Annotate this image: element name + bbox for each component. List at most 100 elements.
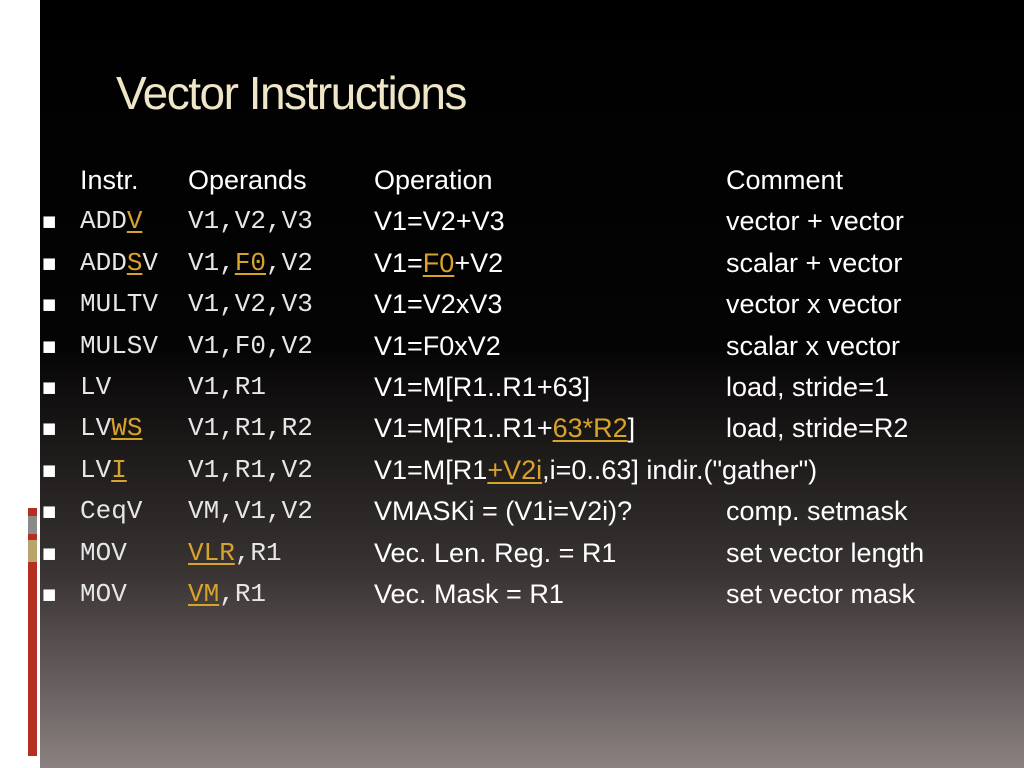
operands-cell-text: V1,V2,V3 [188, 289, 313, 320]
table-row: ■ ADDV V1,V2,V3 V1=V2+V3 vector + vector [40, 203, 1024, 244]
operands-cell: V1,F0,V2 [188, 328, 313, 364]
instr-cell: LV [80, 369, 111, 405]
operands-cell: VM,V1,V2 [188, 493, 313, 529]
operation-cell: Vec. Mask = R1 [374, 576, 564, 612]
bullet-icon: ■ [42, 336, 57, 355]
bullet-icon: ■ [42, 295, 57, 314]
table-row: ■ MOV VLR,R1 Vec. Len. Reg. = R1 set vector … [40, 535, 1024, 576]
instr-cell-highlight[interactable]: I [111, 454, 127, 485]
operation-cell: V1=M[R1..R1+63] [374, 369, 590, 405]
instr-cell-text: LV [80, 413, 112, 444]
bullet-icon: ■ [42, 419, 57, 438]
operation-cell-highlight[interactable]: +V2i [487, 454, 543, 485]
comment-cell: comp. setmask [726, 496, 908, 527]
operation-cell-text: V1=M[R1..R1+63] [374, 371, 591, 402]
operation-cell-highlight[interactable]: 63*R2 [552, 413, 628, 444]
operation-cell-text: Vec. Mask = R1 [374, 578, 564, 609]
table-row: ■ LVI V1,R1,V2 V1=M[R1+V2i,i=0..63] indir.(… [40, 452, 1024, 493]
operands-cell-text: VM,V1,V2 [188, 496, 313, 527]
instr-cell: MULTV [80, 286, 158, 322]
operation-cell-text: V1= [374, 247, 423, 278]
operands-cell-highlight[interactable]: F0 [234, 247, 267, 278]
operands-cell: VLR,R1 [188, 535, 282, 571]
page-title: Vector Instructions [116, 67, 467, 119]
operands-cell: V1,V2,V3 [188, 203, 313, 239]
comment-cell: load, stride=R2 [726, 413, 909, 444]
comment-cell: scalar x vector [726, 330, 901, 361]
table-body: ■ ADDV V1,V2,V3 V1=V2+V3 vector + vector ■ ADD… [40, 203, 1024, 617]
instr-cell: ADDV [80, 203, 142, 239]
operands-cell: V1,F0,V2 [188, 245, 313, 281]
header-comment: Comment [726, 165, 844, 195]
operation-cell-text: ] [627, 413, 636, 444]
operands-cell: V1,R1 [188, 369, 266, 405]
header-instr: Instr. [80, 165, 139, 195]
instr-cell-highlight[interactable]: V [126, 206, 143, 237]
operands-cell-highlight[interactable]: VM [188, 578, 220, 609]
operation-cell-highlight[interactable]: F0 [422, 247, 455, 278]
operands-cell: V1,V2,V3 [188, 286, 313, 322]
operands-cell: V1,R1,V2 [188, 452, 313, 488]
bullet-icon: ■ [42, 212, 57, 231]
operation-cell-text: V1=M[R1..R1+ [374, 413, 553, 444]
red-accent-bar [28, 508, 37, 756]
operands-cell: VM,R1 [188, 576, 266, 612]
bullet-icon: ■ [42, 253, 57, 272]
operation-cell: V1=M[R1..R1+63*R2] [374, 410, 635, 446]
header-operation: Operation [374, 165, 493, 195]
operation-cell-text: +V2 [454, 247, 504, 278]
comment-cell: scalar + vector [726, 247, 903, 278]
header-operands: Operands [188, 165, 307, 195]
instr-cell: ADDSV [80, 245, 158, 281]
operands-cell-text: V1, [188, 247, 235, 278]
instr-cell-text: MULSV [80, 330, 159, 361]
operands-cell-text: ,R1 [219, 578, 267, 609]
operands-cell-text: V1,R1,V2 [188, 454, 313, 485]
table-header-row: Instr. Operands Operation Comment [40, 162, 1024, 203]
operands-cell-text: V1,V2,V3 [188, 206, 313, 237]
operands-cell: V1,R1,R2 [188, 410, 313, 446]
comment-cell: vector + vector [726, 206, 904, 237]
operation-cell-text: V1=F0xV2 [374, 330, 501, 361]
operation-cell: V1=V2xV3 [374, 286, 502, 322]
instr-cell: LVWS [80, 410, 142, 446]
instr-cell-highlight[interactable]: S [126, 247, 143, 278]
instr-cell-text: CeqV [80, 496, 143, 527]
table-row: ■ MULSV V1,F0,V2 V1=F0xV2 scalar x vector [40, 328, 1024, 369]
bullet-icon: ■ [42, 543, 57, 562]
bullet-icon: ■ [42, 460, 57, 479]
instr-cell-text: LV [80, 454, 112, 485]
bullet-icon: ■ [42, 584, 57, 603]
corner-decor-lines [22, 0, 32, 160]
operands-cell-highlight[interactable]: VLR [188, 537, 235, 568]
operation-cell: V1=F0+V2 [374, 245, 503, 281]
instr-cell-text: ADD [80, 206, 127, 237]
operation-cell: V1=V2+V3 [374, 203, 505, 239]
operation-cell: V1=M[R1+V2i,i=0..63] indir.("gather") [374, 452, 817, 488]
instr-cell: MULSV [80, 328, 158, 364]
comment-cell: set vector length [726, 537, 925, 568]
instr-cell-text: MOV [80, 537, 127, 568]
operation-cell: Vec. Len. Reg. = R1 [374, 535, 616, 571]
operands-cell-text: ,V2 [266, 247, 313, 278]
instr-cell: LVI [80, 452, 127, 488]
instr-cell: MOV [80, 576, 127, 612]
operation-cell-text: V1=V2+V3 [374, 206, 505, 237]
comment-cell: vector x vector [726, 289, 902, 320]
bullet-icon: ■ [42, 502, 57, 521]
operation-cell-text: Vec. Len. Reg. = R1 [374, 537, 617, 568]
operands-cell-text: ,R1 [234, 537, 282, 568]
table-row: ■ CeqV VM,V1,V2 VMASKi = (V1i=V2i)? comp. se… [40, 493, 1024, 534]
comment-cell: load, stride=1 [726, 371, 889, 402]
table-row: ■ LVWS V1,R1,R2 V1=M[R1..R1+63*R2] load, str… [40, 410, 1024, 451]
grey-accent-block [28, 516, 37, 534]
tan-accent-block [28, 540, 37, 562]
instr-cell-text: LV [80, 371, 112, 402]
operation-cell-text: VMASKi = (V1i=V2i)? [374, 496, 633, 527]
instr-cell-text: MOV [80, 578, 127, 609]
instr-cell-text: MULTV [80, 289, 159, 320]
instr-cell-highlight[interactable]: WS [111, 413, 143, 444]
